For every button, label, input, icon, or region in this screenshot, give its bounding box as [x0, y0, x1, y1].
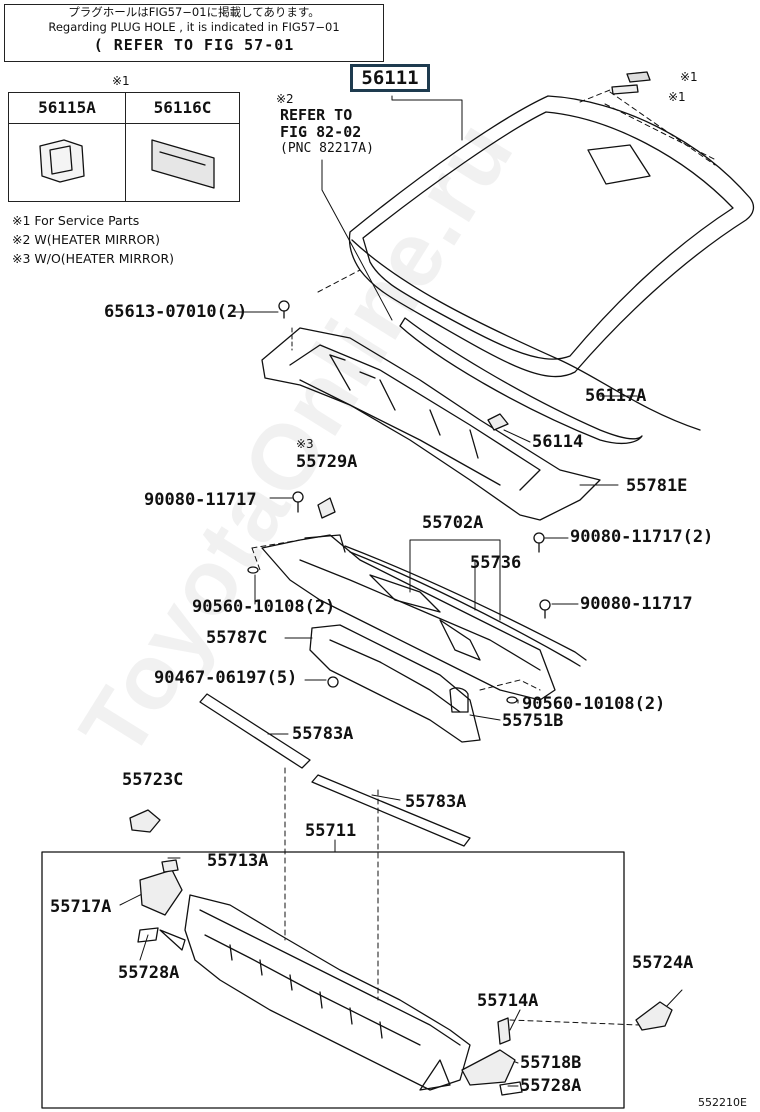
part-label-55781E[interactable]: 55781E: [626, 476, 688, 496]
refer-note-box: プラグホールはFIG57−01に掲載してあります。 Regarding PLUG…: [4, 4, 384, 62]
part-label-56114[interactable]: 56114: [532, 432, 584, 452]
legend-item-1[interactable]: 56115A: [9, 93, 125, 124]
part-label-55728A-b[interactable]: 55728A: [520, 1076, 582, 1096]
footnote-3: ※3 W/O(HEATER MIRROR): [12, 251, 174, 266]
part-label-90080-b[interactable]: 90080-11717(2): [570, 527, 714, 547]
part-label-55729A[interactable]: 55729A: [296, 452, 358, 472]
part-label-55728A-a[interactable]: 55728A: [118, 963, 180, 983]
part-label-90080-a[interactable]: 90080-11717: [144, 490, 257, 510]
part-label-55714A[interactable]: 55714A: [477, 991, 539, 1011]
legend-item-2[interactable]: 56116C: [126, 93, 239, 124]
part-label-55783A-b[interactable]: 55783A: [405, 792, 467, 812]
refer-note-line-fig: ( REFER TO FIG 57-01: [93, 36, 295, 54]
part-label-90467[interactable]: 90467-06197(5): [154, 668, 298, 688]
lower-panel: [309, 624, 481, 743]
refer-line-3: (PNC 82217A): [280, 141, 374, 156]
figure-number: 552210E: [698, 1096, 747, 1109]
refer-line-2: FIG 82-02: [280, 123, 362, 141]
part-label-55711[interactable]: 55711: [305, 821, 357, 841]
part-label-55718B[interactable]: 55718B: [520, 1053, 582, 1073]
footnote-2: ※2 W(HEATER MIRROR): [12, 232, 160, 247]
part-label-55783A-a[interactable]: 55783A: [292, 724, 354, 744]
cowl-assembly: [184, 894, 471, 1091]
part-label-65613[interactable]: 65613-07010(2): [104, 302, 248, 322]
windshield-glass: [348, 95, 755, 431]
heater-mark: ※3: [296, 437, 314, 451]
legend-mark: ※1: [112, 74, 130, 88]
part-label-56117A[interactable]: 56117A: [585, 386, 647, 406]
footnote-1: ※1 For Service Parts: [12, 213, 140, 228]
part-label-90560-b[interactable]: 90560-10108(2): [522, 694, 666, 714]
part-label-55717A[interactable]: 55717A: [50, 897, 112, 917]
refer-note-line-en: Regarding PLUG HOLE , it is indicated in…: [48, 20, 340, 34]
service-mark-2: ※1: [668, 90, 686, 104]
part-label-55724A[interactable]: 55724A: [632, 953, 694, 973]
cowl-panel: [261, 534, 556, 701]
service-mark-1: ※1: [680, 70, 698, 84]
refer-mark: ※2: [276, 92, 294, 106]
part-label-55723C[interactable]: 55723C: [122, 770, 184, 790]
service-parts-legend: 56115A 56116C: [8, 92, 240, 202]
part-label-55713A[interactable]: 55713A: [207, 851, 269, 871]
main-part-number[interactable]: 56111: [350, 64, 430, 92]
part-label-55751B[interactable]: 55751B: [502, 711, 564, 731]
refer-note-line-jp: プラグホールはFIG57−01に掲載してあります。: [68, 5, 320, 19]
part-label-55702A[interactable]: 55702A: [422, 513, 484, 533]
part-label-90080-c[interactable]: 90080-11717: [580, 594, 693, 614]
cowl-louver: [261, 327, 601, 521]
part-label-55736[interactable]: 55736: [470, 553, 522, 573]
legend-divider: [125, 93, 126, 201]
part-label-90560-a[interactable]: 90560-10108(2): [192, 597, 336, 617]
part-label-55787C[interactable]: 55787C: [206, 628, 268, 648]
refer-line-1: REFER TO: [280, 106, 353, 124]
